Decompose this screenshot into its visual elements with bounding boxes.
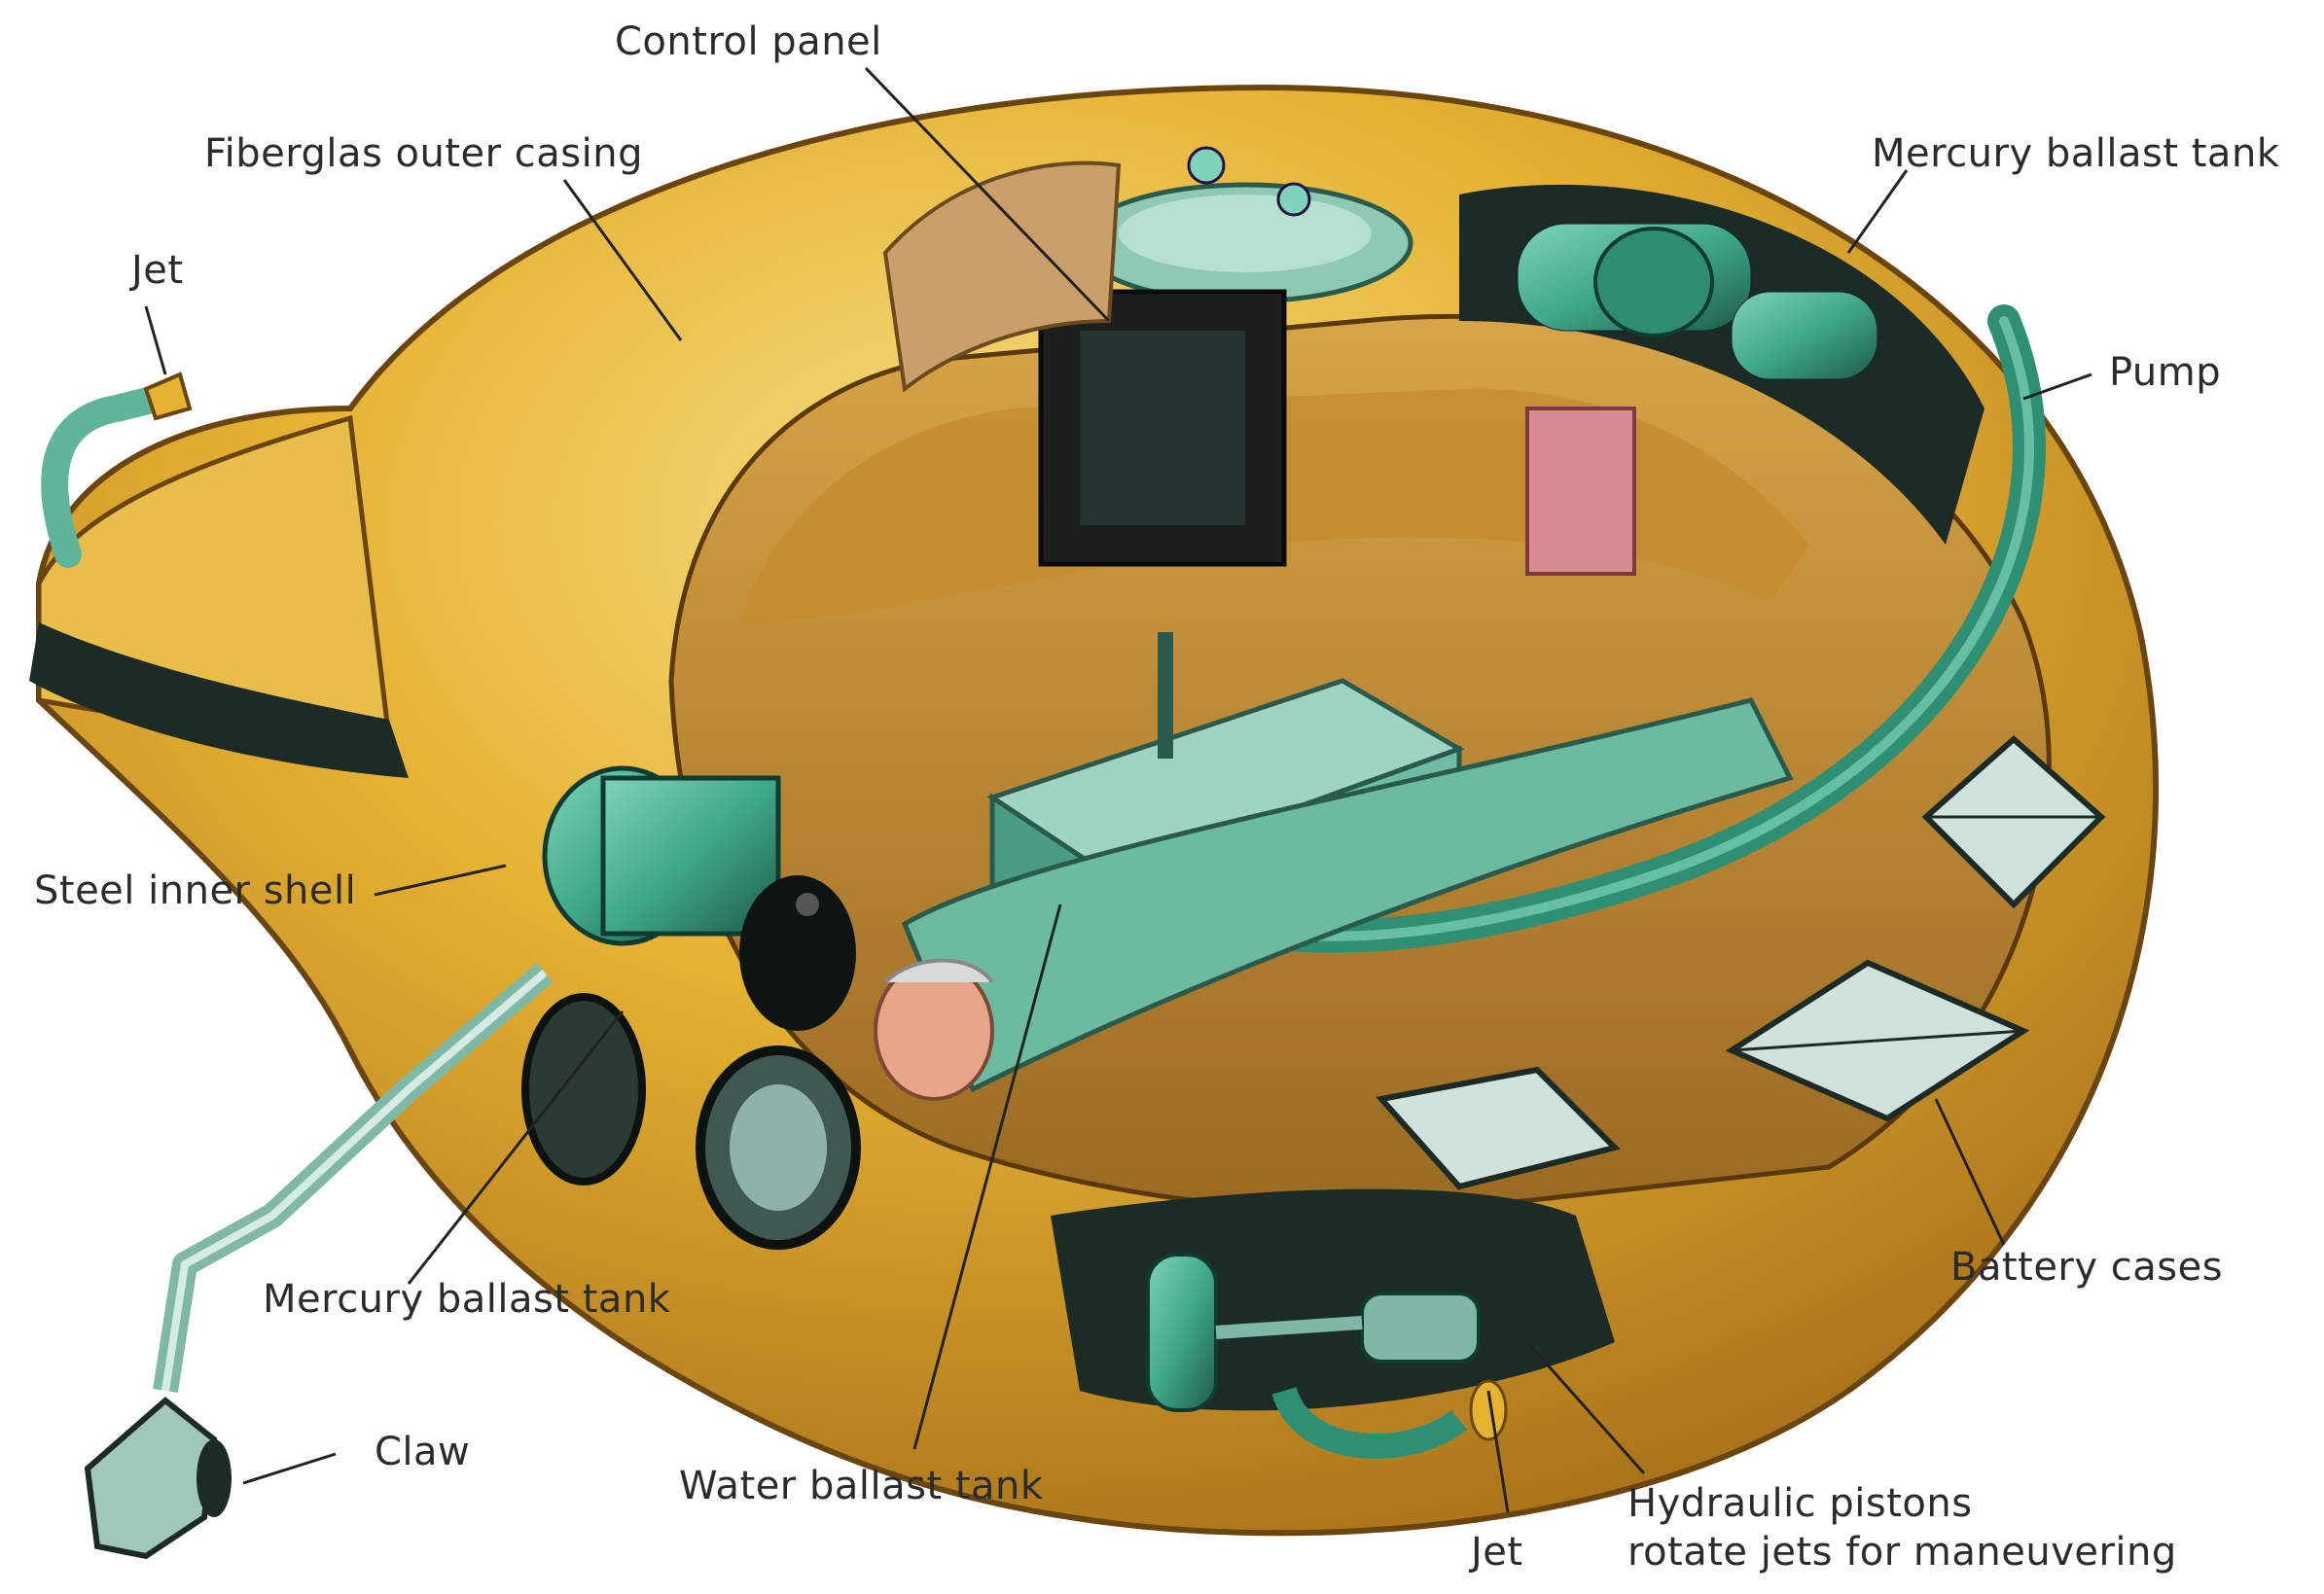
label-jet-bottom: Jet	[1471, 1530, 1523, 1575]
claw-shape	[88, 1400, 214, 1556]
label-claw: Claw	[375, 1430, 470, 1474]
label-fiberglas-outer-casing: Fiberglas outer casing	[204, 131, 643, 176]
label-battery-cases: Battery cases	[1950, 1245, 2223, 1290]
label-steel-inner-shell: Steel inner shell	[34, 868, 356, 913]
label-control-panel: Control panel	[615, 19, 882, 64]
label-mercury-ballast-tank-top: Mercury ballast tank	[1872, 131, 2279, 176]
label-water-ballast-tank: Water ballast tank	[679, 1464, 1044, 1508]
label-hydraulic-pistons-line2: rotate jets for maneuvering	[1627, 1530, 2177, 1575]
leader-mercury-top	[1848, 170, 1907, 253]
wall-panel	[1527, 408, 1634, 574]
label-pump: Pump	[2109, 350, 2221, 395]
leader-claw	[243, 1454, 336, 1483]
label-mercury-ballast-tank-bottom: Mercury ballast tank	[263, 1277, 670, 1322]
leader-jet-top	[146, 306, 165, 374]
label-hydraulic-pistons-line1: Hydraulic pistons	[1627, 1481, 1973, 1526]
label-jet-top: Jet	[131, 248, 184, 293]
